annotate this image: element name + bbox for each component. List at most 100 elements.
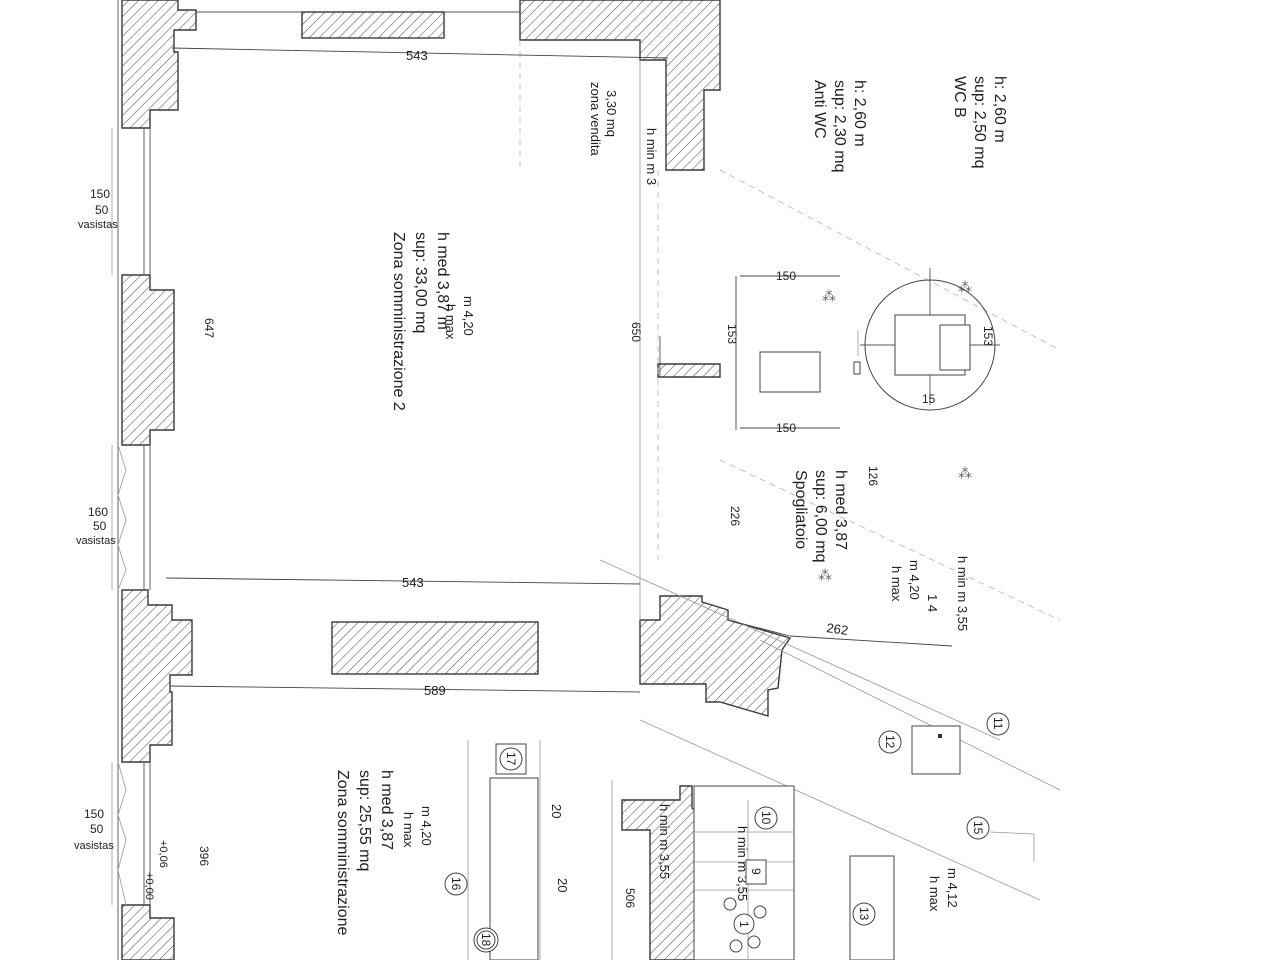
svg-text:11: 11 — [991, 717, 1005, 730]
dim-153-a: 153 — [725, 324, 739, 344]
room-zona-2: Zona somministrazione 2 sup: 33,00 mq h … — [390, 232, 451, 411]
hmax-412-label: h max — [927, 876, 942, 912]
dim-126: 126 — [866, 466, 880, 486]
height-annotations: h min m 3 h max m 4,20 h max m 4,20 h mi… — [401, 128, 970, 912]
window-1-w: 150 — [90, 187, 110, 201]
hmin-355-bottom-a: h min m 3,55 — [657, 804, 672, 879]
svg-text:16: 16 — [449, 877, 463, 891]
room-wc-b: WC B sup: 2,50 mq h: 2,60 m — [951, 76, 1008, 169]
window-3-h: 50 — [90, 822, 104, 836]
wc-b-name: WC B — [951, 76, 968, 118]
zona-1-sup: sup: 25,55 mq — [356, 770, 373, 871]
hmin-3: h min m 3 — [644, 128, 659, 185]
item-16: 16 — [444, 872, 468, 896]
mark-3: ⁂ — [958, 465, 972, 481]
dim-150-b: 150 — [776, 421, 796, 435]
svg-text:20: 20 — [555, 878, 570, 892]
dim-543-mid: 543 — [402, 575, 424, 590]
window-2-label: vasistas — [76, 535, 116, 547]
svg-text:17: 17 — [504, 752, 518, 766]
fixture-square — [911, 725, 961, 775]
walls — [121, 0, 792, 960]
dim-647: 647 — [202, 318, 216, 338]
wall-stub-mid — [331, 621, 539, 675]
room-zona-1: Zona somministrazione sup: 25,55 mq h me… — [334, 770, 395, 936]
item-13: 13 — [852, 902, 876, 926]
svg-text:9: 9 — [749, 868, 763, 875]
dimension-lines — [165, 47, 953, 693]
dim-506: 506 — [623, 888, 637, 908]
item-10: 10 — [754, 806, 778, 830]
svg-text:12: 12 — [883, 735, 897, 749]
dimension-texts: 543 543 589 647 650 150 153 150 153 15 1… — [197, 48, 995, 908]
wc-b-sup: sup: 2,50 mq — [971, 76, 988, 169]
zona-2-h: h med 3,87 m — [434, 232, 451, 330]
fixture-sink-box — [759, 351, 821, 393]
window-2-w: 160 — [88, 505, 108, 519]
hmax-zona2-value: m 4,20 — [461, 296, 476, 336]
spogliatoio-name: Spogliatoio — [792, 470, 809, 549]
svg-text:10: 10 — [759, 811, 773, 825]
dim-153-b: 153 — [981, 326, 995, 346]
window-3-w: 150 — [84, 807, 104, 821]
wall-left-top — [121, 0, 197, 129]
wall-stub-top — [301, 11, 445, 39]
item-1: 1 — [733, 913, 755, 935]
hmax-zona2-label: h max — [443, 304, 458, 340]
anti-wc-h: h: 2,60 m — [851, 80, 868, 147]
zona-2-name: Zona somministrazione 2 — [390, 232, 407, 411]
wall-left-pier-upper — [121, 274, 175, 446]
mark-4: ⁂ — [818, 567, 832, 583]
outlines — [111, 0, 1061, 960]
item-12: 12 — [878, 730, 902, 754]
dim-589: 589 — [424, 683, 446, 698]
hmax-spogl-label: h max — [889, 566, 904, 602]
svg-text:15: 15 — [971, 821, 985, 835]
dim-262: 262 — [826, 620, 850, 638]
zona-vendita-name: zona vendita — [588, 82, 603, 156]
one-four-mark: 1 4 — [925, 594, 940, 612]
room-zona-vendita: zona vendita 3,30 mq — [588, 82, 619, 156]
spogliatoio-sup: sup: 6,00 mq — [812, 470, 829, 563]
svg-text:18: 18 — [479, 933, 493, 947]
zona-1-name: Zona somministrazione — [334, 770, 351, 936]
hmin-355-spogl: h min m 3,55 — [955, 556, 970, 631]
svg-text:20: 20 — [549, 804, 564, 818]
window-2: 160 50 vasistas — [76, 505, 116, 547]
dim-150-a: 150 — [776, 269, 796, 283]
item-20-b: 20 — [555, 878, 570, 892]
room-anti-wc: Anti WC sup: 2,30 mq h: 2,60 m — [811, 80, 868, 173]
item-17: 17 — [499, 747, 523, 771]
wall-left-pier-middle — [121, 589, 193, 763]
room-spogliatoio: Spogliatoio sup: 6,00 mq h med 3,87 — [792, 470, 849, 563]
wall-corner-pier — [639, 595, 792, 717]
mark-1: ⁂ — [822, 288, 836, 304]
dim-15: 15 — [922, 392, 936, 406]
level-a: +0,06 — [157, 840, 169, 868]
zona-vendita-area: 3,30 mq — [604, 90, 619, 137]
window-1-label: vasistas — [78, 219, 118, 231]
svg-text:1: 1 — [737, 921, 751, 928]
wall-small-l — [657, 363, 721, 378]
dim-226: 226 — [728, 506, 742, 526]
window-labels: 150 50 vasistas 160 50 vasistas 150 50 v… — [74, 187, 169, 900]
hmax-spogl-value: m 4,20 — [907, 560, 922, 600]
item-20-a: 20 — [549, 804, 564, 818]
numbered-items: 17 20 20 16 18 10 9 1 — [444, 712, 1010, 953]
wc-b-h: h: 2,60 m — [991, 76, 1008, 143]
dim-396: 396 — [197, 846, 211, 866]
dim-543-top: 543 — [406, 48, 428, 63]
svg-text:13: 13 — [857, 907, 871, 921]
window-3-label: vasistas — [74, 840, 114, 852]
zona-2-sup: sup: 33,00 mq — [412, 232, 429, 333]
hmax-zona1-value: m 4,20 — [419, 806, 434, 846]
hmax-zona1-label: h max — [401, 812, 416, 848]
wall-left-bottom — [121, 904, 175, 960]
wall-top-right — [519, 0, 721, 171]
zona-1-h: h med 3,87 — [378, 770, 395, 850]
dim-650: 650 — [629, 322, 643, 342]
item-18: 18 — [473, 927, 499, 953]
anti-wc-name: Anti WC — [811, 80, 828, 139]
window-2-h: 50 — [93, 519, 107, 533]
window-3: 150 50 vasistas — [74, 807, 114, 852]
